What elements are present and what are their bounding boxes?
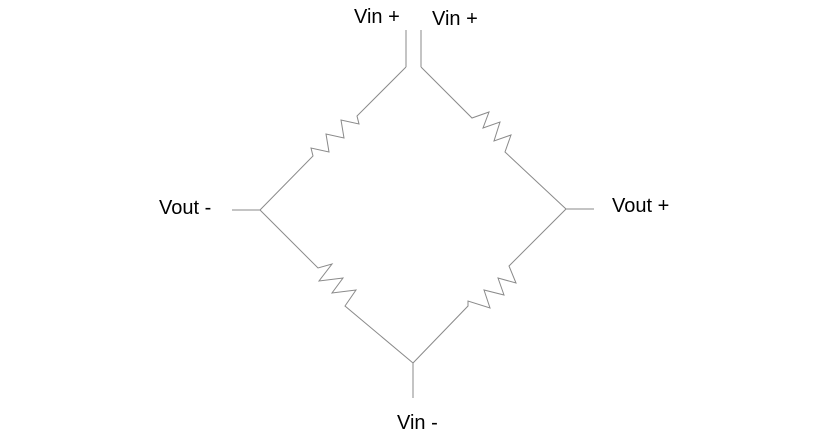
vin-plus-left-label: Vin + (354, 6, 400, 28)
vout-plus-label: Vout + (612, 195, 670, 217)
vin-plus-right-label: Vin + (432, 8, 478, 30)
vin-minus-label: Vin - (397, 412, 438, 434)
resistor-top-left (259, 66, 407, 211)
resistor-bottom-right (412, 208, 567, 364)
resistor-top-right (420, 66, 567, 210)
vout-minus-label: Vout - (159, 197, 212, 219)
resistor-bottom-left (259, 209, 414, 364)
